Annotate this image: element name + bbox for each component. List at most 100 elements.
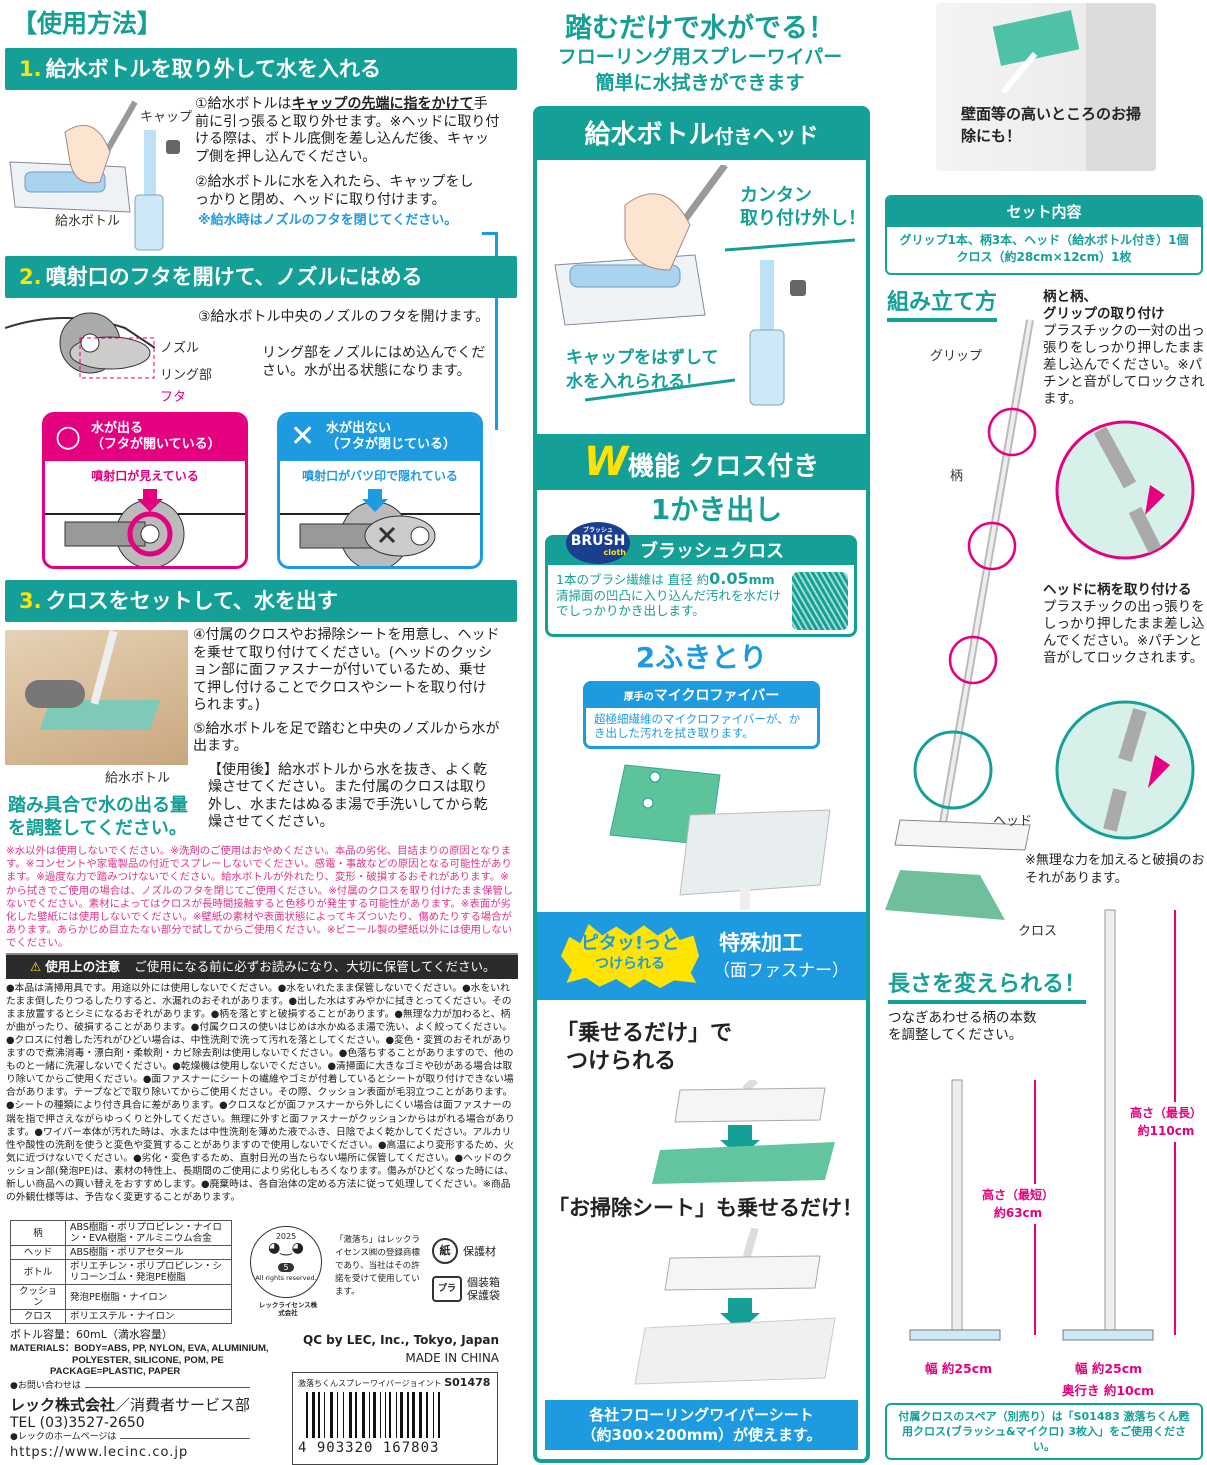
attach-cloth-illustration — [652, 1080, 835, 1184]
asm-text: プラスチックの出っ張りをしっかり押したまま差し込んでください。※パチンと音がして… — [1043, 599, 1205, 666]
feature-title: かき出し — [670, 493, 783, 526]
warnings-text: ※水以外は使用しないでください。※洗剤のご使用はおやめください。本品の劣化、目詰… — [6, 845, 514, 950]
band-text: クロス付き — [689, 452, 820, 482]
headline: 踏むだけで水がでる！ — [565, 13, 835, 44]
text: 高さ（最短） — [982, 1188, 1055, 1202]
plastic-label: 保護袋 — [467, 1289, 500, 1302]
assembly-illustration — [885, 319, 1195, 920]
sheet-text: 「お掃除シート」も乗せるだけ！ — [548, 1196, 863, 1220]
part-name: ヘッド — [10, 1245, 66, 1260]
materials-body: MATERIALS：BODY=ABS, PP, NYLON, EVA, ALUM… — [10, 1343, 269, 1354]
step-number: 2. — [19, 265, 42, 289]
circle-icon: ○ — [55, 419, 82, 454]
department: ／消費者サービス部 — [115, 1396, 251, 1414]
emphasis: キャップの先端に指をかけて — [291, 96, 474, 112]
logo-number: 5 — [278, 1263, 294, 1272]
band-w-function: W機能 クロス付き — [537, 434, 866, 490]
paper-recycle-icon: 紙 — [432, 1238, 458, 1264]
ng-example-box: ✕ 水が出ない （フタが閉じている） 噴射口がバツ印で隠れている — [277, 412, 483, 569]
step3-text4: ④付属のクロスやお掃除シートを用意し、ヘッドを乗せて取り付けてください。(ヘッド… — [193, 627, 500, 713]
barcode-bar — [343, 1392, 344, 1438]
pita-starburst: ピタッ!っとつけられる — [561, 924, 699, 988]
cloth-illustration — [609, 764, 831, 910]
long-height: 高さ（最長） 約110cm — [1128, 1102, 1205, 1142]
barcode-product: 激落ちくんスプレーワイパージョイント — [298, 1379, 442, 1388]
barcode-bar — [433, 1392, 434, 1438]
force-warning: ※無理な力を加えると破損のおそれがあります。 — [1025, 853, 1205, 886]
license-logo: 2025 ◕‿◕ 5 All rights reserved. — [250, 1226, 322, 1298]
step3-header: 3.クロスをセットして、水を出す — [5, 580, 517, 622]
step-number: 1. — [19, 57, 42, 81]
feature-2-title: 2ふきとり — [537, 641, 866, 675]
step3-text-group: ④付属のクロスやお掃除シートを用意し、ヘッドを乗せて取り付けてください。(ヘッド… — [193, 627, 500, 832]
barcode-bar — [362, 1392, 365, 1438]
label-bottle: 給水ボトル — [55, 214, 121, 229]
barcode-bar — [324, 1392, 325, 1438]
part-material: ABS樹脂・ポリアセタール — [65, 1245, 232, 1260]
divider — [6, 952, 518, 955]
plastic-label: 個装箱 — [467, 1276, 500, 1289]
text: mm — [748, 572, 775, 587]
barcode-bar — [400, 1392, 403, 1438]
text: 高さ（最長） — [1130, 1106, 1203, 1120]
step1-text1: ①給水ボトルはキャップの先端に指をかけて手前に引っ張ると取り外せます。※ヘッドに… — [195, 96, 500, 166]
text: 各社フローリングワイパーシート — [589, 1406, 814, 1424]
asm-title: ヘッドに柄を取り付ける — [1043, 582, 1192, 598]
caution-title: 使用上の注意 — [45, 958, 121, 974]
asm-text: プラスチックの一対の出っ張りをしっかり押したまま差し込んでください。※パチンと音… — [1043, 323, 1205, 407]
band-text: ヘッド — [752, 124, 819, 149]
feature-num: 1 — [650, 493, 671, 526]
assembly-step-2: ヘッドに柄を取り付けるプラスチックの出っ張りをしっかり押したまま差し込んでくださ… — [1043, 582, 1205, 667]
head-illustration — [554, 165, 856, 406]
step2-header: 2.噴射口のフタを開けて、ノズルにはめる — [5, 256, 517, 298]
text: つけられる — [566, 1049, 677, 1074]
usage-title: 【使用方法】 — [12, 9, 163, 38]
band-bottle-head: 給水ボトル付きヘッド — [537, 110, 866, 160]
set-item: グリップ1本、柄3本、ヘッド（給水ボトル付き）1個 — [899, 233, 1189, 247]
nozzle-open-illustration — [45, 489, 245, 566]
text: 手前に引っ張ると取り外せます。※ヘッドに取り付ける際は、ボトル底側を差し込んだ後… — [195, 96, 500, 165]
contact-info: ●お問い合わせは レック株式会社／消費者サービス部 TEL (03)3527-2… — [10, 1381, 255, 1460]
cap-note-text: キャップをはずして 水を入れられる！ — [566, 348, 719, 392]
water-bottle-illustration — [134, 130, 180, 251]
ok-header: ○ 水が出る （フタが開いている） — [45, 415, 245, 461]
barcode-bar — [349, 1392, 352, 1438]
text: マイクロファイバー — [653, 688, 780, 704]
microfiber-box: 厚手のマイクロファイバー 超極細繊維のマイクロファイバーが、かき出した汚れを拭き… — [583, 681, 820, 749]
plastic-recycle-icon: プラ — [432, 1276, 462, 1302]
label-ring: リング部 — [160, 368, 213, 383]
barcode-bar — [337, 1392, 338, 1438]
text: 「乗せるだけ」で — [556, 1021, 733, 1046]
text: 0.05 — [709, 569, 749, 588]
step1-text2: ②給水ボトルに水を入れたら、キャップをしっかりと閉め、ヘッドに取り付けます。 — [195, 174, 474, 208]
barcode-bar — [306, 1392, 308, 1438]
step2-text3: ③給水ボトル中央のノズルのフタを開けます。 — [198, 309, 490, 325]
adjust-note: 踏み具合で水の出る量を調整してください。 — [8, 795, 188, 839]
compatible-sheet-box: 各社フローリングワイパーシート（約300×200mm）が使えます。 — [545, 1400, 858, 1450]
bottle-removal-illustration — [9, 100, 138, 213]
ok-title: 水が出る — [91, 421, 144, 436]
company-name: レック株式会社 — [10, 1396, 116, 1414]
barcode-code: S01478 — [444, 1376, 491, 1389]
warning-icon: ⚠ — [30, 958, 42, 974]
length-illustration — [909, 909, 1176, 1341]
phone: TEL (03)3527-2650 — [10, 1415, 145, 1431]
after-use-text: 【使用後】給水ボトルから水を抜き、よく乾燥させてください。また付属のクロスは取り… — [208, 761, 488, 831]
barcode-label: 激落ちくんスプレーワイパージョイント S01478 4 903320 16780… — [292, 1372, 498, 1465]
notice-group: ※水以外は使用しないでください。※洗剤のご使用はおやめください。本品の劣化、目詰… — [6, 845, 518, 1204]
website-url[interactable]: https://www.lecinc.co.jp — [10, 1445, 189, 1460]
band-text: 機能 — [628, 452, 681, 482]
ng-title: 水が出ない — [326, 421, 392, 436]
note-connector — [482, 232, 498, 430]
asm-title: 柄と柄、 グリップの取り付け — [1043, 289, 1165, 322]
pita-text: つけられる — [595, 956, 665, 972]
barcode-bar — [407, 1392, 409, 1438]
text: 約110cm — [1137, 1124, 1195, 1138]
text: ①給水ボトルは — [195, 96, 292, 112]
qc-text: QC by LEC, Inc., Tokyo, Japan — [303, 1333, 499, 1347]
trademark-text: 「激落ち」はレックライセンス㈱の登録商標であり、当社はその許諾を受けて使用してい… — [335, 1235, 421, 1297]
